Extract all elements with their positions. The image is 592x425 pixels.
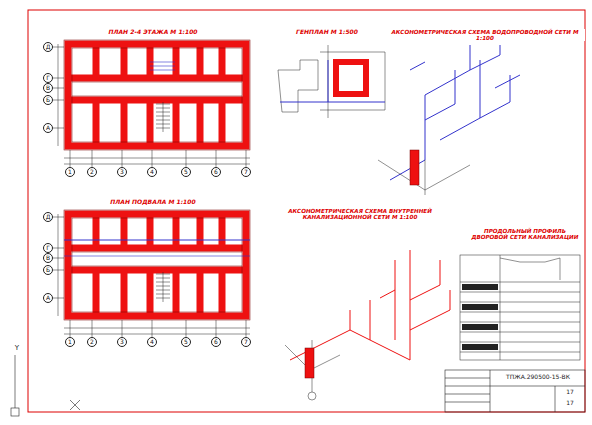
axis-label: А: [46, 295, 50, 301]
axis-label: А: [46, 125, 50, 131]
axis-bubble: А: [43, 123, 53, 133]
axis-bubble: 3: [117, 337, 127, 347]
axis-bubble: 2: [87, 167, 97, 177]
axis-label: Д: [46, 44, 51, 50]
axis-bubble: Д: [43, 212, 53, 222]
axis-label: 2: [90, 169, 94, 175]
axis-bubble: 1: [65, 167, 75, 177]
axis-label: 7: [244, 169, 248, 175]
stamp-text: Y: [12, 345, 22, 353]
axis-bubble: 6: [211, 167, 221, 177]
axis-label: 4: [150, 339, 154, 345]
axis-bubble: 7: [241, 337, 251, 347]
axis-label: В: [46, 255, 50, 261]
axis-label: 4: [150, 169, 154, 175]
stamp-text: 17: [557, 400, 583, 407]
axis-label: 6: [214, 339, 218, 345]
axis-label: 7: [244, 339, 248, 345]
axis-label: В: [46, 85, 50, 91]
axis-label: 5: [184, 339, 188, 345]
axis-label: Д: [46, 214, 51, 220]
drawing-title: АКСОНОМЕТРИЧЕСКАЯ СХЕМА ВНУТРЕННЕЙ КАНАЛ…: [255, 208, 465, 220]
axis-label: 2: [90, 339, 94, 345]
axis-label: Г: [46, 75, 50, 81]
axis-bubble: 7: [241, 167, 251, 177]
axis-label: 5: [184, 169, 188, 175]
drawing-title: АКСОНОМЕТРИЧЕСКАЯ СХЕМА ВОДОПРОВОДНОЙ СЕ…: [385, 29, 585, 41]
axis-bubble: Г: [43, 73, 53, 83]
axis-label: Б: [46, 267, 50, 273]
axis-bubble: В: [43, 83, 53, 93]
drawing-title: ПЛАН 2-4 ЭТАЖА М 1:100: [88, 29, 218, 36]
axis-bubble: Б: [43, 265, 53, 275]
axis-bubble: 1: [65, 337, 75, 347]
axis-bubble: 3: [117, 167, 127, 177]
axis-label: 3: [120, 169, 124, 175]
drawing-title: ПРОДОЛЬНЫЙ ПРОФИЛЬ ДВОРОВОЙ СЕТИ КАНАЛИЗ…: [470, 228, 580, 240]
axis-label: 1: [68, 169, 72, 175]
axis-bubble: Г: [43, 243, 53, 253]
axis-label: 1: [68, 339, 72, 345]
drawing-title: ПЛАН ПОДВАЛА М 1:100: [88, 199, 218, 206]
axis-bubble: 6: [211, 337, 221, 347]
axis-bubble: Д: [43, 42, 53, 52]
axis-label: 6: [214, 169, 218, 175]
axis-bubble: Б: [43, 95, 53, 105]
axis-label: Б: [46, 97, 50, 103]
axis-bubble: 5: [181, 337, 191, 347]
stamp-text: 17: [557, 389, 583, 396]
drawing-title: ГЕНПЛАН М 1:500: [282, 29, 372, 36]
axis-label: 3: [120, 339, 124, 345]
axis-bubble: 5: [181, 167, 191, 177]
axis-bubble: 4: [147, 337, 157, 347]
axis-bubble: В: [43, 253, 53, 263]
axis-bubble: А: [43, 293, 53, 303]
stamp-text: ТПЖА.290500-15-ВК: [492, 374, 584, 381]
axis-label: Г: [46, 245, 50, 251]
axis-bubble: 2: [87, 337, 97, 347]
axis-bubble: 4: [147, 167, 157, 177]
